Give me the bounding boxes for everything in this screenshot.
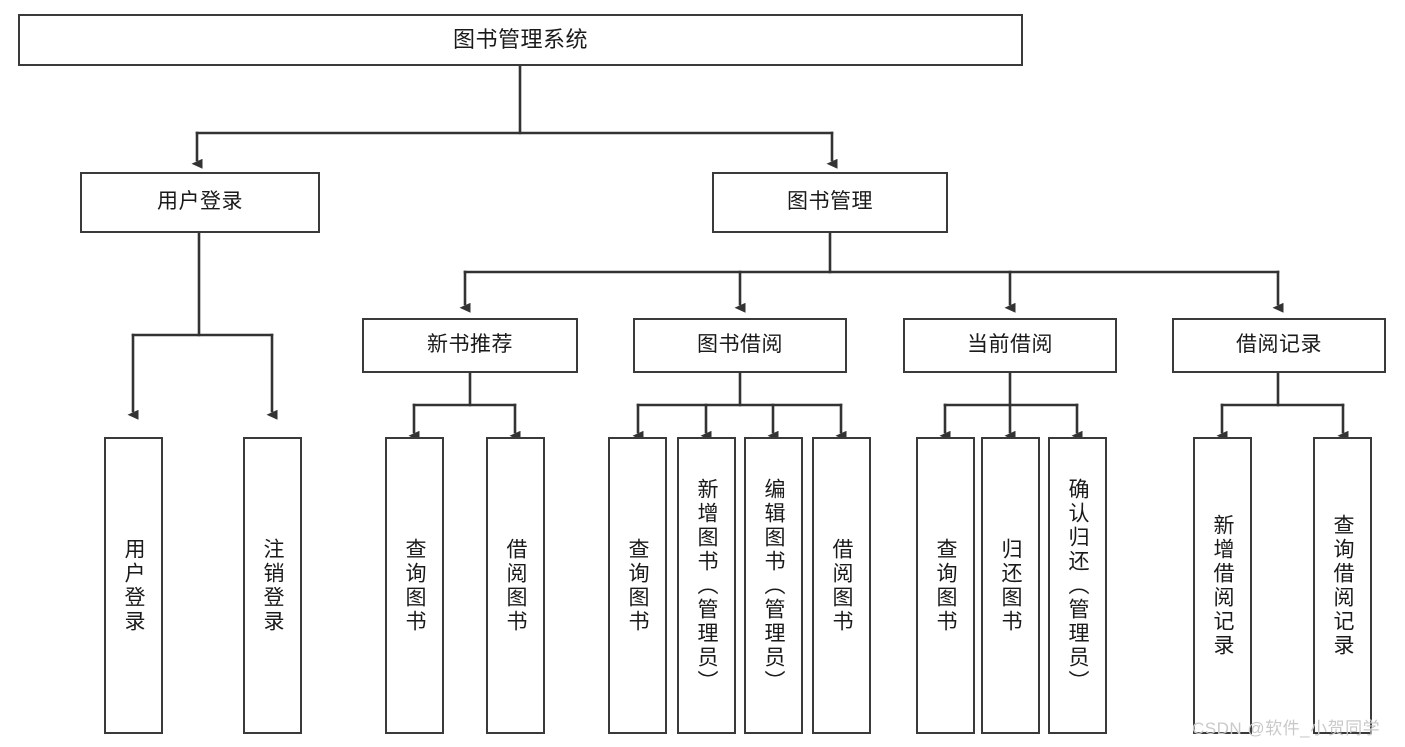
leaf-current-return-book[interactable]: 归还图书	[981, 437, 1040, 734]
leaf-recommend-borrow-book[interactable]: 借阅图书	[486, 437, 545, 734]
node-label: 查询借阅记录	[1331, 513, 1354, 658]
leaf-record-add-borrow-record[interactable]: 新增借阅记录	[1193, 437, 1252, 734]
node-label: 借阅图书	[830, 537, 853, 634]
node-label: 查询图书	[934, 537, 957, 634]
leaf-logout-login[interactable]: 注销登录	[243, 437, 302, 734]
node-label: 新书推荐	[427, 333, 513, 357]
node-current-borrow[interactable]: 当前借阅	[903, 318, 1117, 373]
leaf-record-query-borrow-record[interactable]: 查询借阅记录	[1313, 437, 1372, 734]
csdn-watermark: CSDN @软件_小贺同学	[1192, 719, 1381, 738]
node-label: 确认归还（管理员）	[1066, 477, 1089, 694]
node-user-login[interactable]: 用户登录	[80, 172, 320, 233]
node-label: 归还图书	[999, 537, 1022, 634]
node-root-book-management-system[interactable]: 图书管理系统	[18, 14, 1023, 66]
leaf-borrow-edit-book-admin[interactable]: 编辑图书（管理员）	[744, 437, 803, 734]
node-label: 新增图书（管理员）	[695, 477, 718, 694]
node-new-book-recommend[interactable]: 新书推荐	[362, 318, 578, 373]
node-label: 查询图书	[403, 537, 426, 634]
leaf-borrow-query-book[interactable]: 查询图书	[608, 437, 667, 734]
node-label: 查询图书	[626, 537, 649, 634]
node-label: 图书管理	[787, 190, 873, 214]
node-label: 用户登录	[157, 190, 243, 214]
node-label: 新增借阅记录	[1211, 513, 1234, 658]
leaf-current-confirm-return-admin[interactable]: 确认归还（管理员）	[1048, 437, 1107, 734]
node-label: 借阅图书	[504, 537, 527, 634]
node-label: 编辑图书（管理员）	[762, 477, 785, 694]
node-label: 用户登录	[122, 537, 145, 634]
leaf-borrow-add-book-admin[interactable]: 新增图书（管理员）	[677, 437, 736, 734]
node-label: 借阅记录	[1236, 333, 1322, 357]
leaf-user-login[interactable]: 用户登录	[104, 437, 163, 734]
leaf-recommend-query-book[interactable]: 查询图书	[385, 437, 444, 734]
node-book-borrow[interactable]: 图书借阅	[633, 318, 847, 373]
node-label: 图书借阅	[697, 333, 783, 357]
leaf-borrow-borrow-book[interactable]: 借阅图书	[812, 437, 871, 734]
node-label: 图书管理系统	[452, 27, 588, 53]
node-label: 当前借阅	[967, 333, 1053, 357]
node-book-management[interactable]: 图书管理	[712, 172, 948, 233]
leaf-current-query-book[interactable]: 查询图书	[916, 437, 975, 734]
node-label: 注销登录	[261, 537, 284, 634]
node-borrow-record[interactable]: 借阅记录	[1172, 318, 1386, 373]
